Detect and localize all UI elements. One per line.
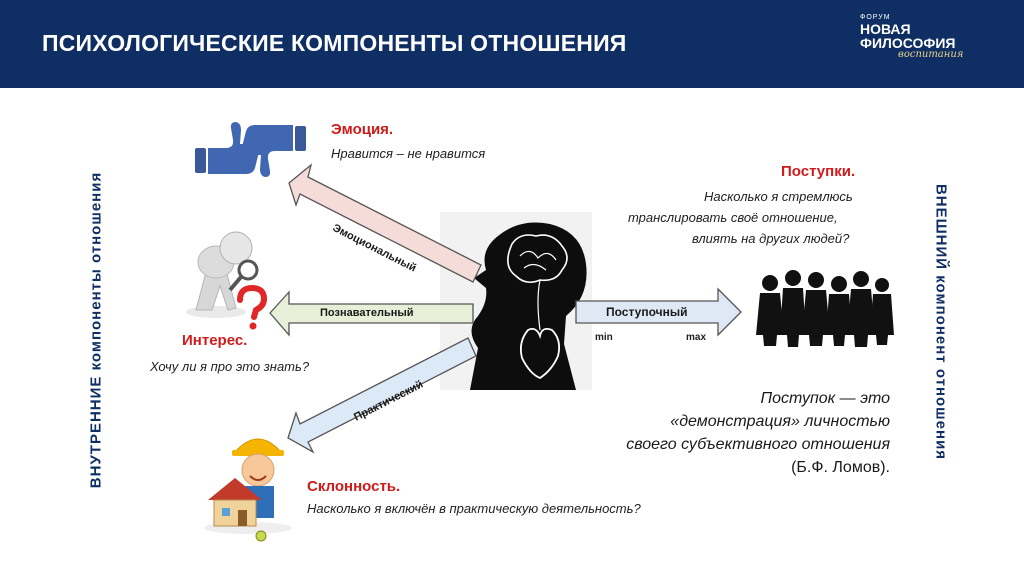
actions-line-2: транслировать своё отношение, <box>628 210 838 225</box>
behavioral-arrow <box>575 287 742 337</box>
logo-line-4: воспитания <box>898 49 964 60</box>
header-bar: ПСИХОЛОГИЧЕСКИЕ КОМПОНЕНТЫ ОТНОШЕНИЯ ФОР… <box>0 0 1024 88</box>
interest-text: Хочу ли я про это знать? <box>150 359 310 374</box>
thumbs-down-icon <box>241 125 306 177</box>
forum-logo: ФОРУМ НОВАЯ ФИЛОСОФИЯ воспитания <box>858 12 968 66</box>
builder-house-icon <box>204 438 292 542</box>
emotional-arrow <box>288 163 482 283</box>
emotion-title: Эмоция. <box>331 121 394 138</box>
behavioral-arrow-label: Поступочный <box>606 305 688 319</box>
logo-line-3: ФИЛОСОФИЯ <box>860 35 956 51</box>
max-label: max <box>686 332 707 343</box>
inclination-text: Насколько я включён в практическую деяте… <box>307 501 641 516</box>
actions-line-1: Насколько я стремлюсь <box>704 189 853 204</box>
quote-line-2: «демонстрация» личностью <box>670 413 890 430</box>
thumbs-up-icon <box>195 122 260 174</box>
cognitive-arrow-label: Познавательный <box>320 307 414 319</box>
people-silhouettes-icon <box>756 270 894 347</box>
page-title: ПСИХОЛОГИЧЕСКИЕ КОМПОНЕНТЫ ОТНОШЕНИЯ <box>42 30 627 56</box>
quote-line-3: своего субъективного отношения <box>626 436 890 453</box>
quote-author: (Б.Ф. Ломов). <box>791 459 890 476</box>
logo-line-1: ФОРУМ <box>860 14 891 21</box>
actions-title: Поступки. <box>781 163 856 180</box>
magnifier-figure-icon <box>186 231 259 318</box>
inclination-title: Склонность. <box>307 478 401 495</box>
question-mark-icon <box>237 284 268 330</box>
cognitive-arrow <box>269 290 474 337</box>
lomov-quote: Поступок — это «демонстрация» личностью … <box>560 387 890 479</box>
quote-line-1: Поступок — это <box>760 390 890 407</box>
emotion-text: Нравится – не нравится <box>331 146 486 161</box>
logo-line-2: НОВАЯ <box>860 21 911 37</box>
practical-arrow <box>287 337 477 454</box>
interest-title: Интерес. <box>182 332 248 349</box>
min-label: min <box>595 332 613 343</box>
actions-line-3: влиять на других людей? <box>692 231 850 246</box>
